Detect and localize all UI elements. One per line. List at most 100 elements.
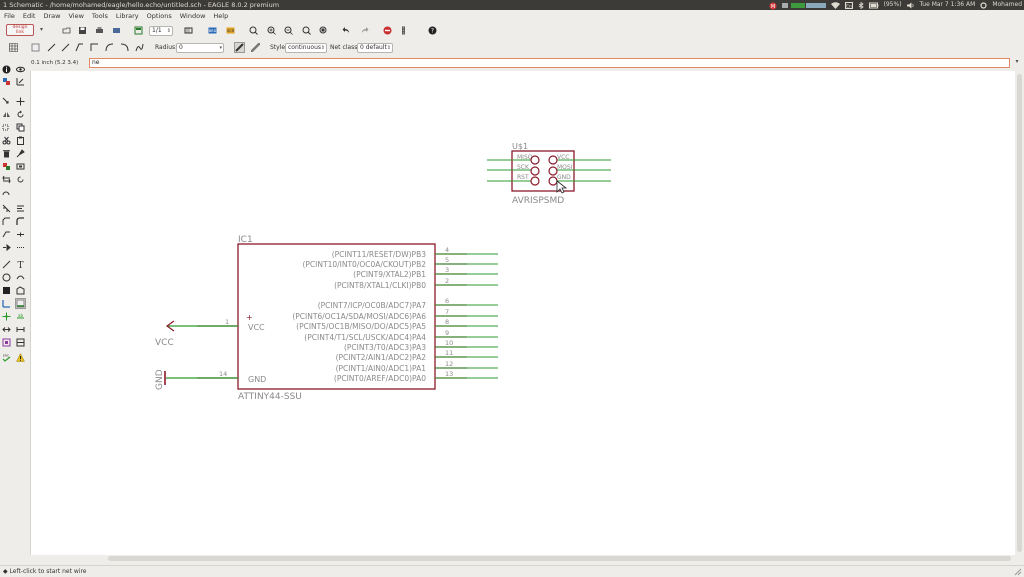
- redraw-button[interactable]: [301, 25, 312, 36]
- move-cross-tool[interactable]: [15, 96, 26, 107]
- replace-tool[interactable]: [15, 161, 26, 172]
- menu-library[interactable]: Library: [115, 11, 139, 20]
- erc-tool[interactable]: ERC: [1, 352, 12, 363]
- menu-tools[interactable]: Tools: [91, 11, 108, 20]
- arc-tool[interactable]: [15, 272, 26, 283]
- part-us1[interactable]: U$1 MISO SCK RST VCC MOSI GND: [487, 142, 611, 206]
- info-tool[interactable]: [1, 64, 12, 75]
- menu-window[interactable]: Window: [179, 11, 206, 20]
- board-switch-button[interactable]: [183, 25, 194, 36]
- polygon-tool[interactable]: [15, 285, 26, 296]
- label-tool[interactable]: ab: [15, 311, 26, 322]
- menu-options[interactable]: Options: [146, 11, 172, 20]
- show-tool[interactable]: [15, 64, 26, 75]
- resize-grip-icon[interactable]: [1014, 568, 1022, 576]
- net-tool[interactable]: [1, 298, 12, 309]
- sheets-button[interactable]: [133, 25, 144, 36]
- netclass-select[interactable]: 0 default⇕: [357, 43, 393, 53]
- rect-tool[interactable]: [1, 285, 12, 296]
- mark-tool[interactable]: [15, 76, 26, 87]
- bend-tool[interactable]: [15, 216, 26, 227]
- cam-processor-button[interactable]: [111, 25, 122, 36]
- stop-button[interactable]: [382, 25, 393, 36]
- junction-tool[interactable]: [1, 311, 12, 322]
- split-tool[interactable]: [1, 187, 12, 198]
- line-cap-round-button[interactable]: [250, 42, 261, 53]
- wire-bend-3-button[interactable]: [89, 42, 100, 53]
- vertical-scrollbar[interactable]: [1015, 71, 1024, 558]
- volume-icon[interactable]: [906, 2, 915, 9]
- group-tool[interactable]: [1, 122, 12, 133]
- copy-tool[interactable]: [15, 122, 26, 133]
- cut-tool[interactable]: [1, 135, 12, 146]
- rotate-tool[interactable]: [15, 109, 26, 120]
- modules-tool[interactable]: [15, 337, 26, 348]
- menu-edit[interactable]: Edit: [22, 11, 36, 20]
- delete-tool[interactable]: [1, 148, 12, 159]
- text-tool[interactable]: T: [15, 259, 26, 270]
- vertical-scroll-thumb[interactable]: [1017, 74, 1022, 552]
- horizontal-scroll-thumb[interactable]: [108, 556, 1011, 561]
- battery-icon[interactable]: [868, 2, 879, 9]
- line-cap-flat-button[interactable]: [234, 42, 245, 53]
- split-wire-tool[interactable]: [15, 229, 26, 240]
- frame-tool[interactable]: [1, 337, 12, 348]
- supply-gnd[interactable]: GND: [155, 369, 238, 390]
- bus-tool[interactable]: [15, 298, 26, 309]
- smash-tool[interactable]: [1, 203, 12, 214]
- wire-tool[interactable]: [1, 259, 12, 270]
- menu-file[interactable]: File: [4, 11, 15, 20]
- layer-button[interactable]: [30, 42, 41, 53]
- settings-gear-icon[interactable]: [980, 1, 987, 9]
- wifi-icon[interactable]: [830, 1, 840, 9]
- undo-button[interactable]: [341, 25, 352, 36]
- go-button[interactable]: [398, 25, 409, 36]
- menu-view[interactable]: View: [68, 11, 84, 20]
- gateswap-tool[interactable]: [1, 174, 12, 185]
- miter-tool[interactable]: [1, 216, 12, 227]
- clock[interactable]: Tue Mar 7 1:36 AM: [919, 1, 976, 8]
- optimize-tool[interactable]: [1, 229, 12, 240]
- print-button[interactable]: [94, 25, 105, 36]
- zoom-fit-button[interactable]: [248, 25, 259, 36]
- schematic-canvas[interactable]: U$1 MISO SCK RST VCC MOSI GND: [30, 71, 1015, 555]
- radius-input[interactable]: 0▾: [176, 43, 224, 53]
- attribute-tool[interactable]: [1, 324, 12, 335]
- command-history-dropdown[interactable]: ▾: [1015, 58, 1019, 65]
- value-tool[interactable]: [15, 203, 26, 214]
- zoom-in-button[interactable]: [266, 25, 277, 36]
- invoke-tool[interactable]: [1, 242, 12, 253]
- schematic-drawing[interactable]: U$1 MISO SCK RST VCC MOSI GND: [31, 71, 1016, 555]
- command-line-input[interactable]: ne: [89, 58, 1010, 68]
- wire-bend-5-button[interactable]: [119, 42, 130, 53]
- circle-tool[interactable]: [1, 272, 12, 283]
- menu-help[interactable]: Help: [213, 11, 229, 20]
- horizontal-scrollbar[interactable]: [30, 555, 1015, 563]
- help-button[interactable]: ?: [427, 25, 438, 36]
- script-button[interactable]: SCR: [225, 25, 236, 36]
- move-tool[interactable]: [1, 96, 12, 107]
- design-link-logo-button[interactable]: design link: [6, 24, 34, 36]
- wire-bend-1-button[interactable]: [60, 42, 71, 53]
- display-tool[interactable]: [1, 76, 12, 87]
- pinswap-tool[interactable]: [1, 161, 12, 172]
- sheet-selector[interactable]: 1/1⇕: [149, 26, 173, 36]
- redo-button[interactable]: [359, 25, 370, 36]
- wire-bend-2-button[interactable]: [74, 42, 85, 53]
- paste-tool[interactable]: [15, 135, 26, 146]
- bluetooth-icon[interactable]: [858, 1, 864, 9]
- save-button[interactable]: [77, 25, 88, 36]
- slice-tool[interactable]: [15, 242, 26, 253]
- mirror-tool[interactable]: [1, 109, 12, 120]
- name-tool[interactable]: [15, 174, 26, 185]
- board-view-button[interactable]: BRD: [207, 25, 218, 36]
- errors-tool[interactable]: [15, 352, 26, 363]
- user-name[interactable]: Mohamed: [992, 1, 1022, 8]
- wire-bend-4-button[interactable]: [104, 42, 115, 53]
- menu-draw[interactable]: Draw: [43, 11, 61, 20]
- open-file-button[interactable]: [61, 25, 72, 36]
- part-ic1[interactable]: IC1 1 + VCC 14 GND 4(PCINT11/RESET/DW)PB…: [197, 235, 498, 402]
- supply-vcc[interactable]: VCC: [155, 320, 238, 348]
- grid-button[interactable]: [8, 42, 19, 53]
- zoom-out-button[interactable]: [283, 25, 294, 36]
